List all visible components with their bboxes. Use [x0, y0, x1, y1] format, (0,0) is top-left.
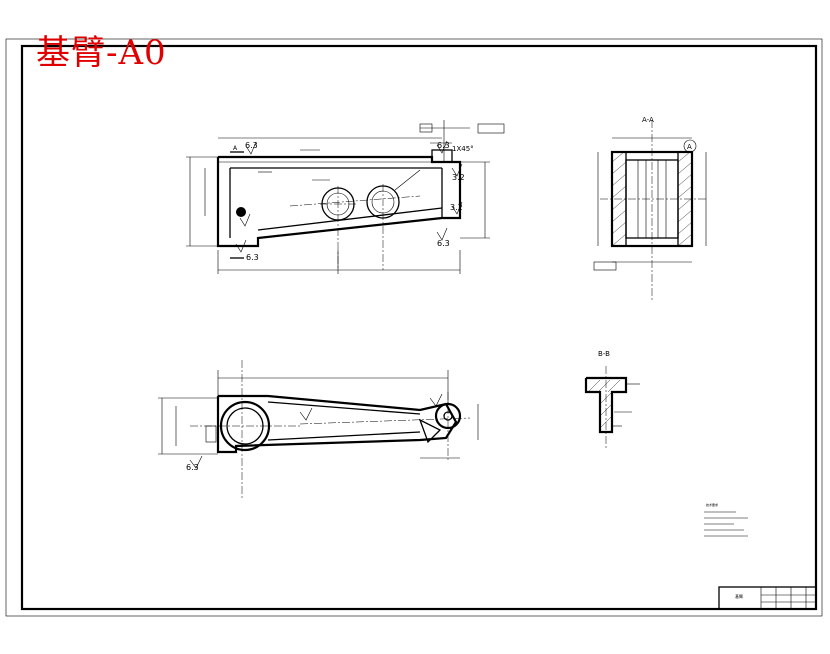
- section-a-a-label: A-A: [642, 116, 654, 124]
- outer-border: [5, 38, 823, 617]
- front-view: [186, 120, 505, 274]
- drawing-title: 基臂-A0: [36, 33, 167, 73]
- section-mark-a: A: [233, 145, 238, 152]
- inner-border: [20, 44, 818, 611]
- datum-a: A: [687, 143, 692, 151]
- title-block-name: 基臂: [735, 593, 743, 599]
- section-a-a: [593, 120, 708, 300]
- finish-bottom-right: 6.3: [437, 239, 450, 248]
- finish-right-upper: 3.2: [452, 173, 465, 182]
- chamfer-note: 1X45°: [452, 145, 474, 153]
- finish-top-right: 6.3: [437, 141, 450, 150]
- finish-right-lower: 3.2: [450, 203, 463, 212]
- section-b-b-label: B-B: [598, 350, 610, 358]
- notes-heading: 技术要求: [706, 502, 718, 507]
- title-block: [718, 586, 817, 610]
- section-b-b: [584, 366, 640, 450]
- finish-bottom-left: 6.3: [246, 253, 259, 262]
- finish-top-left: 6.3: [245, 141, 258, 150]
- finish-top-view-left: 6.3: [186, 463, 199, 472]
- top-view: [158, 360, 479, 498]
- technical-notes: [704, 511, 748, 537]
